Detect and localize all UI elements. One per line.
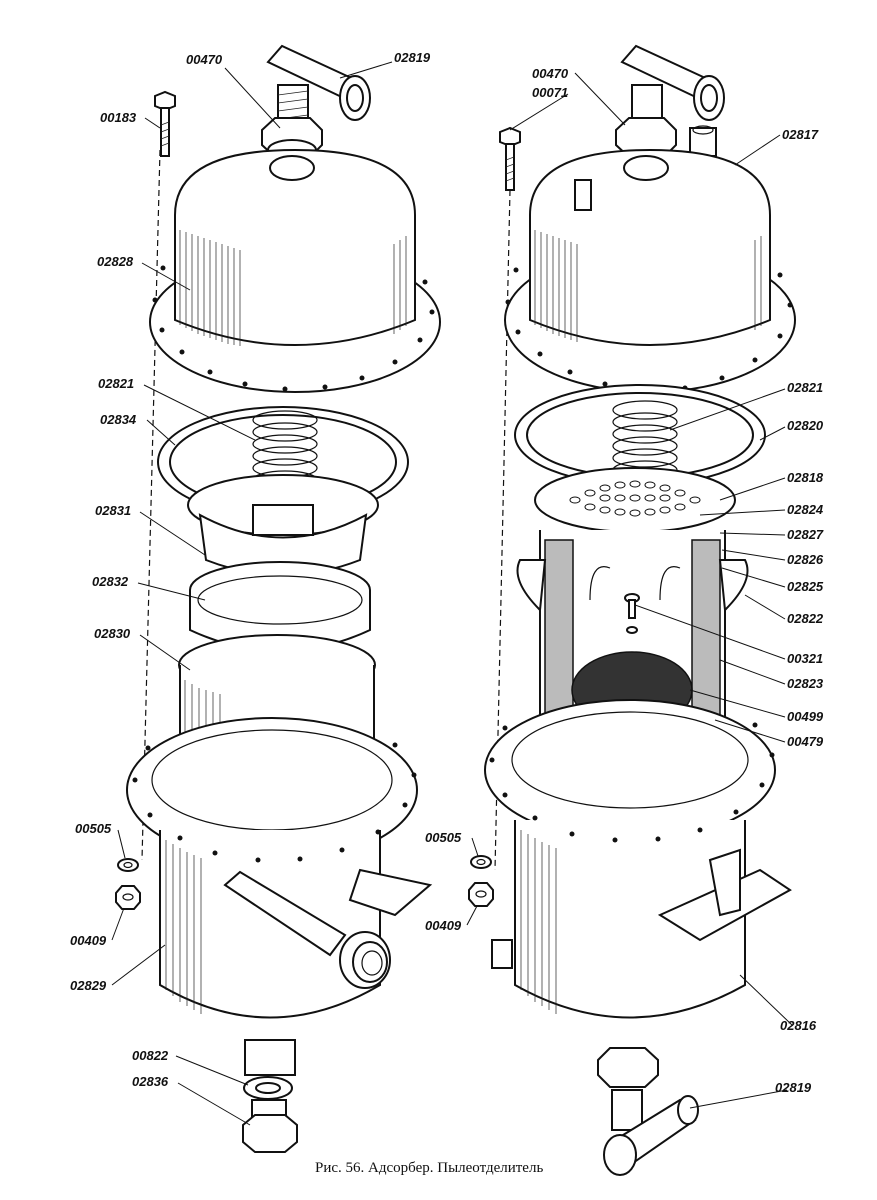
label-02819-bottom: 02819	[775, 1080, 812, 1095]
washer-00505	[117, 858, 139, 872]
washer-00505-right	[470, 855, 492, 869]
bolt-00183	[154, 90, 176, 157]
cover-02817	[504, 148, 796, 393]
label-00071: 00071	[532, 85, 568, 100]
label-02818: 02818	[787, 470, 824, 485]
left-labels: 00470 02819 00183 02828 02821 02834 0283…	[70, 50, 431, 1089]
label-02826: 02826	[787, 552, 824, 567]
label-02828: 02828	[97, 254, 134, 269]
housing-02829	[126, 717, 433, 1076]
funnel-02831	[187, 474, 379, 576]
cover-02828	[149, 148, 441, 393]
housing-02816	[484, 699, 792, 1131]
nut-00409	[115, 885, 141, 910]
label-00479: 00479	[787, 734, 824, 749]
label-02816: 02816	[780, 1018, 817, 1033]
label-02824: 02824	[787, 502, 824, 517]
plug-02836	[242, 1099, 298, 1153]
label-00470: 00470	[186, 52, 223, 67]
label-02829: 02829	[70, 978, 107, 993]
tee-fitting-02819	[266, 44, 371, 126]
tee-fitting-right	[620, 44, 725, 126]
label-02827: 02827	[787, 527, 824, 542]
screw-00321	[624, 593, 640, 634]
label-02822: 02822	[787, 611, 824, 626]
label-00499: 00499	[787, 709, 824, 724]
label-02834: 02834	[100, 412, 137, 427]
left-assembly	[115, 44, 441, 1153]
label-02825: 02825	[787, 579, 824, 594]
bolt-00071	[499, 126, 521, 191]
label-02821-right: 02821	[787, 380, 823, 395]
label-00505-right: 00505	[425, 830, 462, 845]
washer-00822	[243, 1076, 293, 1100]
figure-caption: Рис. 56. Адсорбер. Пылеотделитель	[315, 1160, 543, 1176]
label-02817: 02817	[782, 127, 819, 142]
label-00470-right: 00470	[532, 66, 569, 81]
label-00183: 00183	[100, 110, 137, 125]
label-02821: 02821	[98, 376, 134, 391]
label-00822: 00822	[132, 1048, 169, 1063]
label-00409: 00409	[70, 933, 107, 948]
label-00409-right: 00409	[425, 918, 462, 933]
label-00321: 00321	[787, 651, 823, 666]
label-02831: 02831	[95, 503, 131, 518]
label-02836: 02836	[132, 1074, 169, 1089]
label-02830: 02830	[94, 626, 131, 641]
label-00505: 00505	[75, 821, 112, 836]
gasket-02820	[514, 384, 766, 486]
nut-00409-right	[468, 882, 494, 907]
label-02819: 02819	[394, 50, 431, 65]
right-labels: 00470 00071 02817 02821 02820 02818 0282…	[425, 66, 824, 1095]
leader-lines	[111, 61, 793, 1126]
right-assembly	[468, 44, 796, 1176]
label-02820: 02820	[787, 418, 824, 433]
tee-fitting-02819-bottom	[603, 1095, 699, 1176]
label-02823: 02823	[787, 676, 824, 691]
label-02832: 02832	[92, 574, 129, 589]
perforated-plate-02818	[534, 467, 736, 533]
